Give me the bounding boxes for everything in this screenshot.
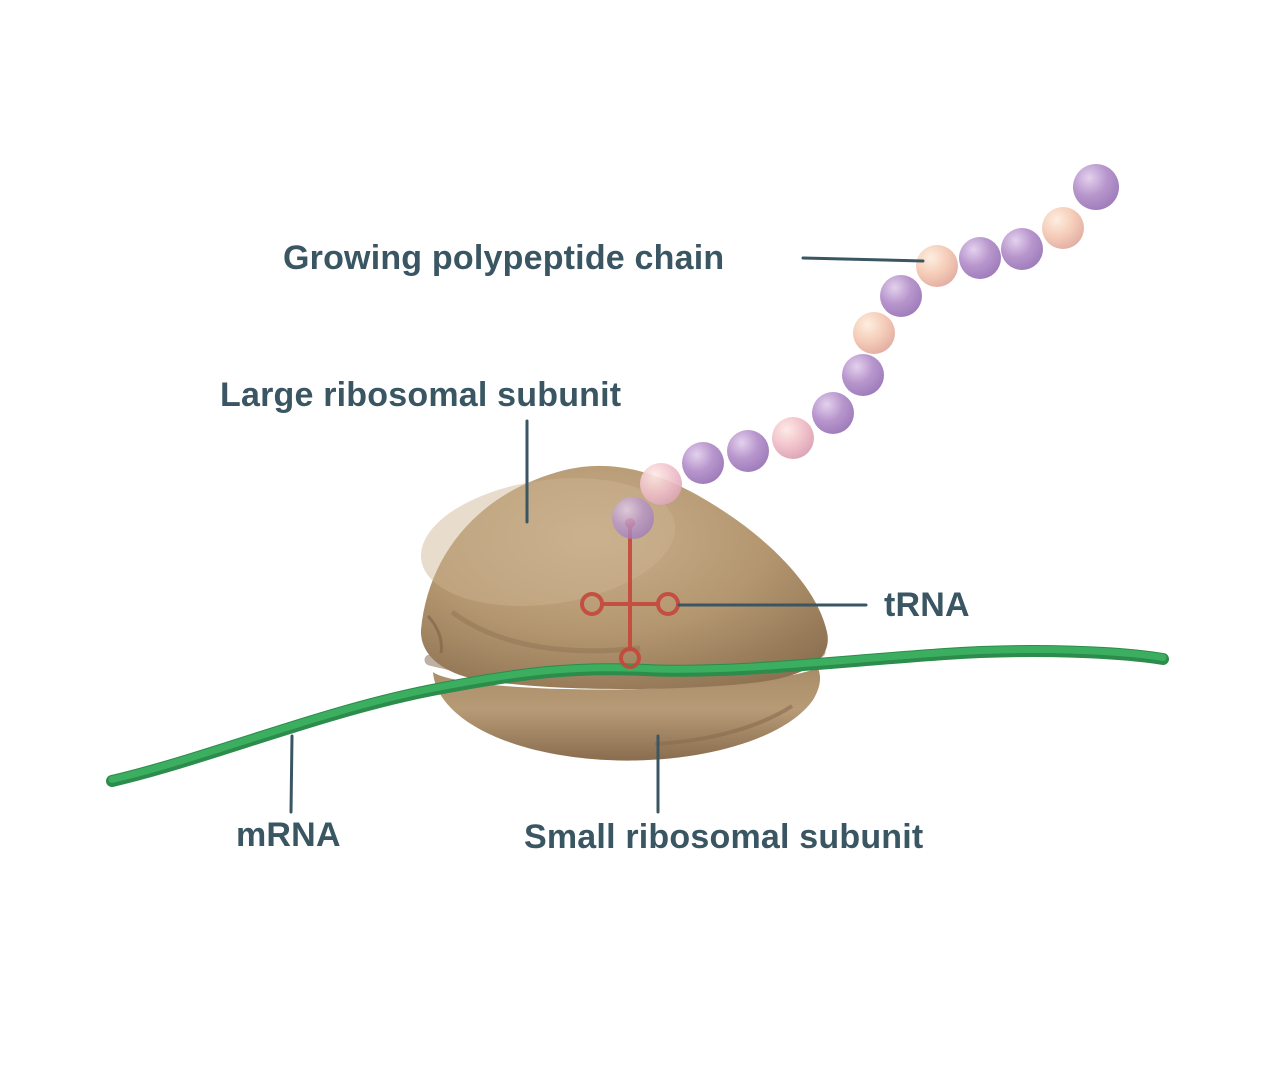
polypeptide-bead <box>1073 164 1119 210</box>
label-small-ribosomal-subunit: Small ribosomal subunit <box>524 818 924 856</box>
pointer-polypeptide-line <box>801 256 925 263</box>
polypeptide-bead <box>916 245 958 287</box>
polypeptide-chain <box>612 164 1119 539</box>
large-ribosomal-subunit-shape <box>420 465 828 690</box>
large-subunit-highlight <box>420 478 676 606</box>
label-large-ribosomal-subunit: Large ribosomal subunit <box>220 376 622 414</box>
label-growing-polypeptide-chain: Growing polypeptide chain <box>283 239 725 277</box>
polypeptide-bead <box>1001 228 1043 270</box>
polypeptide-bead <box>1042 207 1084 249</box>
large-subunit-crease <box>450 609 641 654</box>
polypeptide-bead <box>682 442 724 484</box>
pointer-mrna-line <box>289 734 294 814</box>
trna-left-loop <box>580 592 604 616</box>
polypeptide-bead <box>612 497 654 539</box>
polypeptide-bead <box>640 463 682 505</box>
polypeptide-bead <box>772 417 814 459</box>
polypeptide-bead <box>727 430 769 472</box>
polypeptide-bead <box>853 312 895 354</box>
label-mrna: mRNA <box>236 816 341 854</box>
polypeptide-bead <box>959 237 1001 279</box>
polypeptide-bead <box>880 275 922 317</box>
large-subunit-tip-fold <box>426 614 443 654</box>
small-subunit-crease <box>654 704 794 746</box>
polypeptide-bead <box>812 392 854 434</box>
trna-anticodon-loop <box>619 647 641 669</box>
polypeptide-bead <box>842 354 884 396</box>
mrna-strand <box>108 646 1167 783</box>
small-ribosomal-subunit-shape <box>433 668 821 761</box>
label-trna: tRNA <box>884 586 970 624</box>
